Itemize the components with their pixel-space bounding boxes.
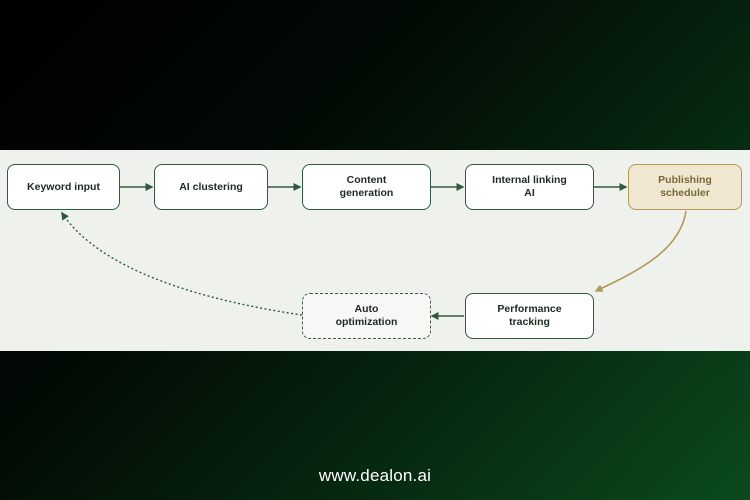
footer-url: www.dealon.ai [318,466,432,485]
arrow-optimization-to-keyword [61,211,303,316]
node-content-generation: Content generation [302,164,431,210]
node-keyword-input: Keyword input [7,164,120,210]
node-publishing-scheduler: Publishing scheduler [628,164,742,210]
node-ai-clustering: AI clustering [154,164,268,210]
arrow-publishing-to-performance [594,210,687,292]
node-auto-optimization: Auto optimization [302,293,431,339]
node-performance-tracking: Performance tracking [465,293,594,339]
node-internal-linking: Internal linking AI [465,164,594,210]
